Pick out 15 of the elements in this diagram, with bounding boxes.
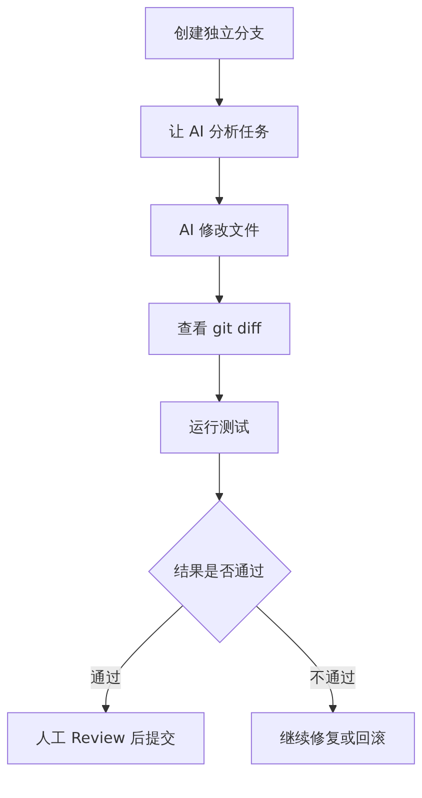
node-box: 人工 Review 后提交 — [7, 712, 204, 764]
arrow — [215, 58, 224, 107]
node-box: AI 修改文件 — [150, 204, 288, 256]
node-box: 运行测试 — [160, 401, 279, 454]
arrow — [215, 354, 224, 402]
edge-label: 不通过 — [310, 668, 356, 686]
edge-label: 通过 — [90, 668, 121, 686]
node-box: 继续修复或回滚 — [250, 712, 415, 764]
node-box: 查看 git diff — [148, 302, 290, 355]
node-box: 让 AI 分析任务 — [140, 106, 298, 158]
arrow — [215, 255, 224, 304]
node-diamond: 结果是否通过 — [148, 500, 292, 644]
node-box: 创建独立分支 — [144, 7, 294, 60]
arrow — [215, 156, 224, 206]
arrow — [215, 452, 224, 501]
